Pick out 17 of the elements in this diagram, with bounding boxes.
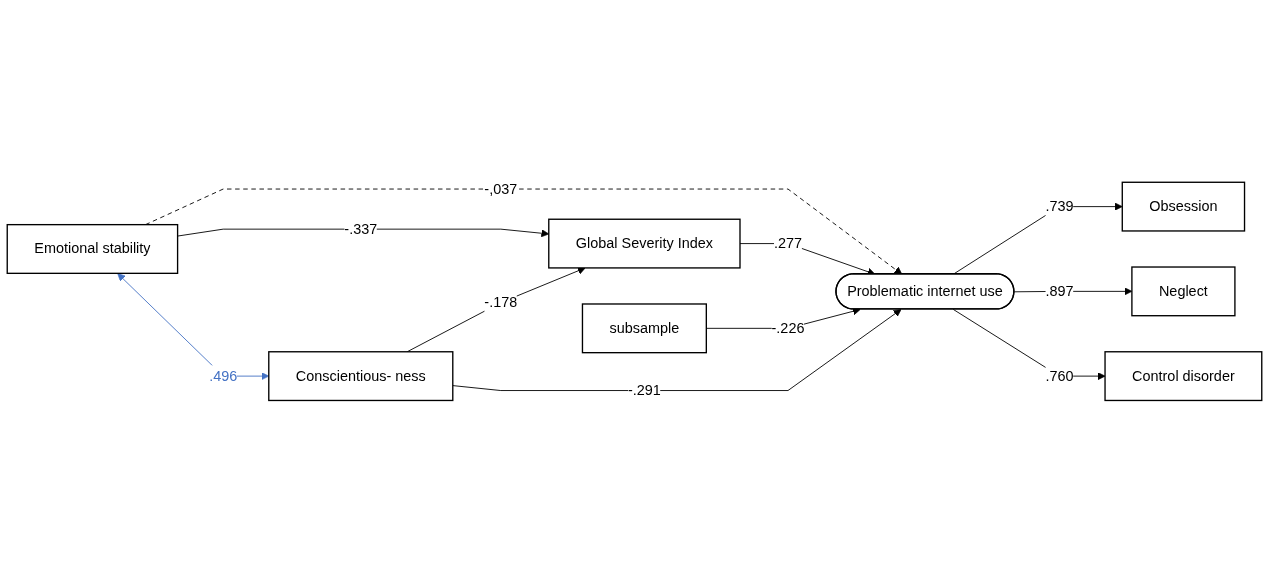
- edge-label: -,037: [484, 180, 518, 196]
- edge-label: .739: [1045, 198, 1074, 214]
- edge-label: .496: [209, 367, 238, 384]
- node-box: Obsession: [1121, 181, 1246, 232]
- node-box: Global Severity Index: [548, 218, 741, 269]
- edge-label: .760: [1045, 367, 1074, 384]
- node-box: Conscientious- ness: [268, 350, 454, 401]
- node-box: Emotional stability: [6, 223, 179, 274]
- node-box: Neglect: [1131, 266, 1236, 317]
- edge-label: -.226: [771, 319, 805, 336]
- edge-label: -.178: [484, 294, 518, 310]
- edge-label: .897: [1045, 282, 1074, 299]
- edge-label: -.337: [344, 220, 378, 237]
- edge-label: .277: [773, 235, 803, 251]
- edge-label: -.291: [627, 382, 661, 398]
- node-box: Control disorder: [1104, 350, 1263, 401]
- node-box: subsample: [581, 303, 707, 354]
